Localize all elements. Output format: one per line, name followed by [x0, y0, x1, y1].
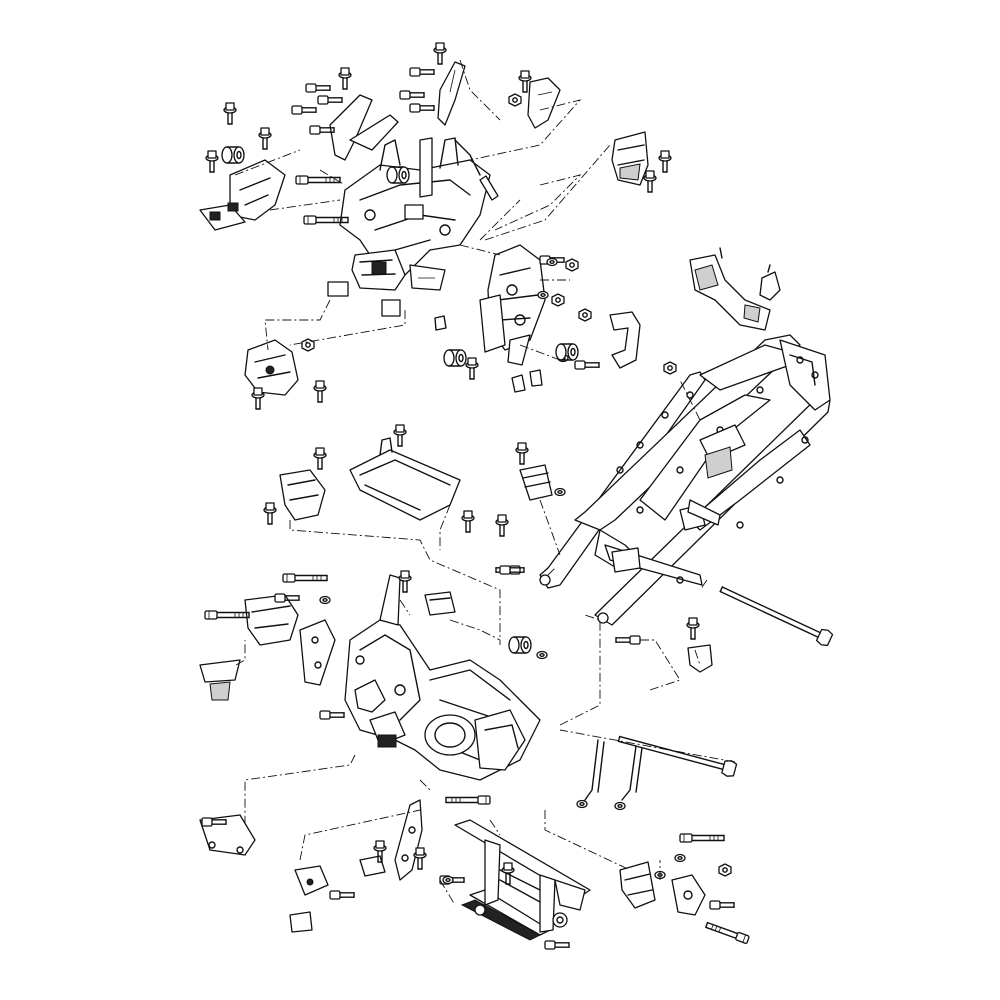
subframe-side-plate [299, 619, 336, 686]
front-subframe-assembly [199, 570, 601, 830]
upper-rod [419, 137, 433, 198]
top-right-bracket [527, 77, 561, 129]
frame-rear-corner [779, 339, 831, 411]
mid-left-bracket [279, 469, 326, 521]
upper-right-bracket [437, 61, 466, 126]
right-clamp [609, 311, 641, 369]
upper-left-bracket [329, 94, 373, 161]
lower-bracket-assembly [199, 739, 751, 950]
main-frame [495, 247, 835, 779]
lower-crossmember-top [454, 819, 591, 899]
frame-top-rail [574, 334, 801, 531]
mid-bracket-assembly [263, 424, 525, 645]
subframe-left-bracket [244, 594, 299, 646]
upper-bracket-assembly [199, 42, 672, 410]
lower-right-bracket [619, 861, 656, 909]
lower-vertical-bracket [394, 799, 423, 881]
